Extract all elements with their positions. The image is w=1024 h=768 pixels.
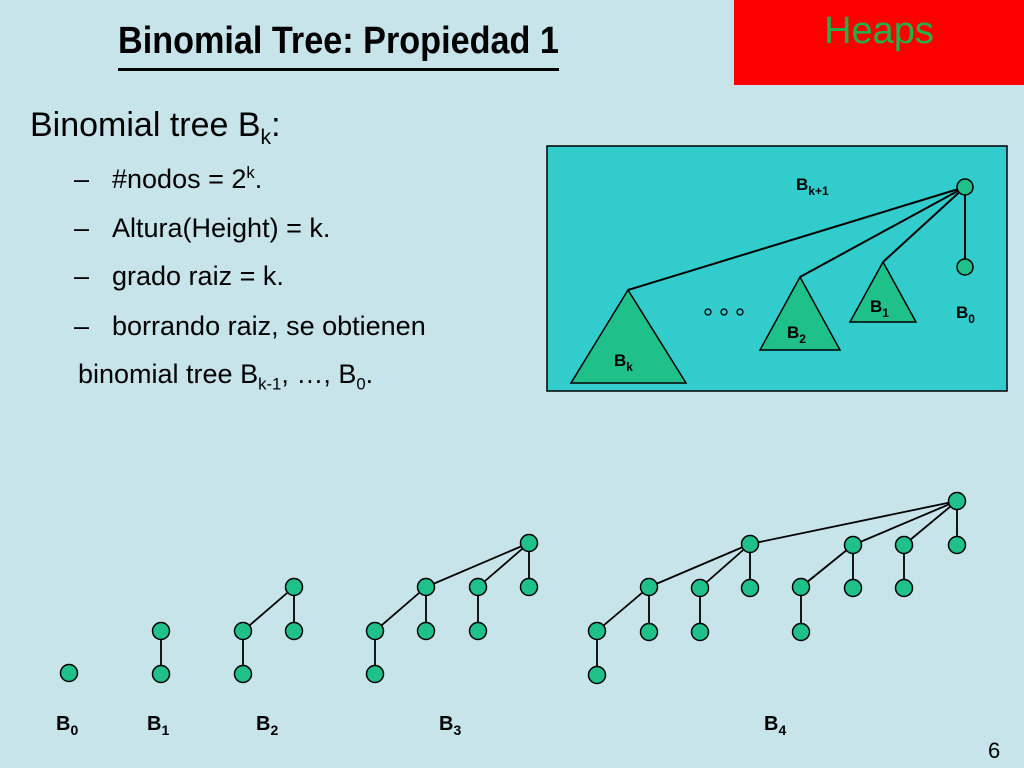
bullet-dash: –: [74, 261, 90, 291]
tree-b3-edge: [374, 586, 427, 632]
heading-subscript: k: [260, 125, 272, 149]
tree-b3-edge: [425, 542, 530, 588]
tree-b4-node: [690, 622, 710, 642]
bullet-dash: –: [74, 213, 90, 243]
tree-b4-edge: [749, 500, 958, 545]
bullet-dash: –: [74, 164, 90, 194]
diagram-label-b2: B2: [787, 323, 806, 346]
tree-b4-edge: [699, 543, 751, 589]
bullet-text: Altura(Height) = k.: [112, 213, 331, 243]
diagram-b0-node: [956, 258, 974, 276]
bullet-root-degree: –grado raiz = k.: [74, 261, 284, 292]
tree-b3-node: [468, 621, 488, 641]
heading-suffix: :: [271, 106, 281, 144]
diagram-label-bk1: Bk+1: [796, 175, 829, 198]
bullet-remove-root: –borrando raiz, se obtienen: [74, 311, 426, 342]
ellipsis-dots: [704, 308, 744, 316]
binomial-tree-edges: [160, 500, 958, 675]
topic-label: Heaps: [824, 10, 934, 52]
tree-b4-node: [843, 535, 863, 555]
tree-b1-node: [151, 621, 171, 641]
tree-b2-node: [233, 664, 253, 684]
bullet-text: #nodos = 2: [112, 164, 247, 194]
bullet-text-end: .: [254, 164, 263, 194]
tree-label-b3: B3: [439, 713, 461, 738]
bullet-text: grado raiz = k.: [112, 261, 284, 291]
slide-title: Binomial Tree: Propiedad 1: [118, 18, 559, 71]
tree-b4-node: [639, 622, 659, 642]
diagram-root-node: [956, 178, 974, 196]
tree-b4-edge: [903, 500, 958, 546]
diagram-label-b1: B1: [870, 297, 889, 320]
bullet-superscript: k: [246, 163, 255, 182]
tree-b3-node: [416, 621, 436, 641]
tree-b4-edge: [648, 543, 751, 588]
bullet-dash: –: [74, 311, 90, 341]
continuation-text: binomial tree B: [78, 359, 259, 389]
tree-b4-node: [791, 577, 811, 597]
diagram-label-bk: Bk: [614, 351, 633, 374]
tree-label-b1: B1: [147, 713, 169, 738]
bullet-height: –Altura(Height) = k.: [74, 213, 330, 244]
tree-label-b4: B4: [764, 713, 786, 738]
bullet-continuation: binomial tree Bk-1, …, B0.: [78, 359, 373, 394]
bullet-text: borrando raiz, se obtienen: [112, 311, 426, 341]
continuation-sub-first: k-1: [258, 374, 282, 394]
tree-b4-node: [639, 577, 659, 597]
tree-b4-edge: [852, 500, 958, 546]
continuation-sub-last: 0: [356, 374, 366, 394]
tree-b2-node: [284, 577, 304, 597]
recursive-structure-diagram: Bk+1 Bk B2 B1 B0: [546, 145, 1008, 392]
tree-b4-node: [947, 491, 967, 511]
tree-b3-node: [519, 577, 539, 597]
page-number: 6: [988, 738, 1001, 763]
bullet-node-count: –#nodos = 2k.: [74, 163, 262, 195]
topic-banner: Heaps: [734, 0, 1024, 85]
continuation-end: .: [365, 359, 374, 389]
tree-b4-node: [740, 578, 760, 598]
tree-b4-node: [791, 622, 811, 642]
tree-label-b2: B2: [256, 713, 278, 738]
subtree-triangle-b1: [848, 260, 918, 323]
tree-b4-edge: [596, 586, 650, 632]
tree-b4-node: [587, 665, 607, 685]
subtree-triangle-b2: [758, 275, 842, 351]
diagram-label-b0: B0: [956, 303, 975, 326]
tree-b1-node: [151, 664, 171, 684]
subtree-triangle-bk: [569, 288, 688, 384]
tree-b4-node: [894, 578, 914, 598]
tree-b0-node: [59, 663, 79, 683]
tree-label-b0: B0: [56, 713, 78, 738]
diagram-edges: [627, 186, 966, 291]
tree-b2-node: [284, 621, 304, 641]
heading-text: Binomial tree B: [30, 106, 261, 144]
continuation-mid: , …, B: [281, 359, 357, 389]
tree-b4-node: [843, 578, 863, 598]
tree-b4-node: [894, 535, 914, 555]
tree-b2-node: [233, 621, 253, 641]
tree-b3-edge: [477, 542, 530, 588]
tree-b3-node: [365, 664, 385, 684]
tree-b3-node: [519, 533, 539, 553]
tree-b4-node: [740, 534, 760, 554]
tree-b4-node: [690, 578, 710, 598]
main-heading: Binomial tree Bk:: [30, 106, 281, 150]
tree-b4-node: [947, 535, 967, 555]
tree-b3-node: [416, 577, 436, 597]
tree-b3-node: [468, 577, 488, 597]
tree-b2-edge: [242, 586, 295, 632]
tree-b3-node: [365, 621, 385, 641]
tree-b4-edge: [800, 544, 854, 588]
binomial-tree-nodes: [59, 491, 967, 685]
tree-b4-node: [587, 621, 607, 641]
